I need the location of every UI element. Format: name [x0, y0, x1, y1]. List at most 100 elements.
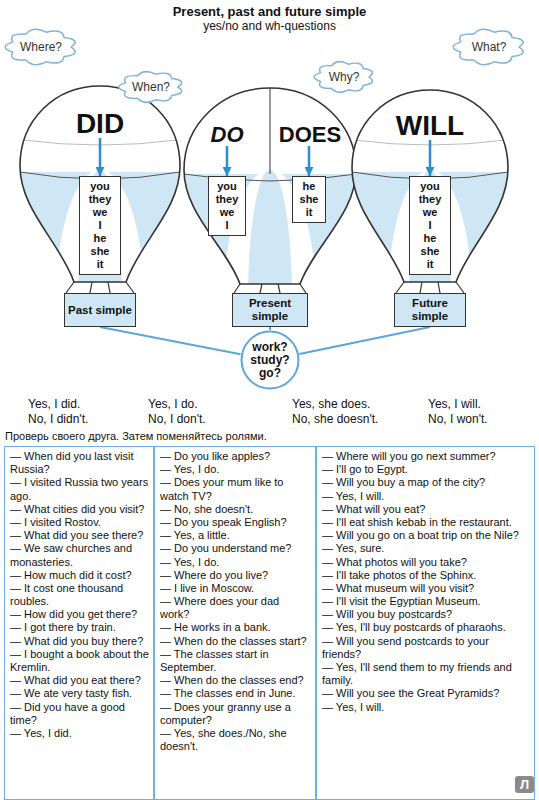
node-text: Present simple	[236, 297, 304, 323]
dialogue-line: — I bought a book about the Kremlin.	[10, 648, 149, 674]
pronoun-panel: you they we I	[208, 176, 246, 236]
dialogue-line: — How did you get there?	[10, 608, 149, 621]
dialogue-line: — We saw churches and monasteries.	[10, 542, 149, 568]
short-answer: Yes, I will.	[428, 397, 481, 411]
pointer-arrow	[99, 138, 102, 176]
dialogue-column: — Do you like apples?— Yes, I do.— Does …	[154, 446, 316, 800]
dialogue-line: — When did you last visit Russia?	[10, 450, 149, 476]
dialogue-line: — I'll take photos of the Sphinx.	[322, 569, 530, 582]
dialogue-line: — Yes, I did.	[10, 727, 149, 740]
connector-line	[299, 327, 430, 354]
dialogue-line: — Yes, I'll send them to my friends and …	[322, 661, 530, 687]
dialogue-line: — Does your granny use a computer?	[160, 701, 311, 727]
dialogue-line: — We ate very tasty fish.	[10, 687, 149, 700]
balloon-gores	[0, 140, 539, 430]
balloon-outline	[352, 90, 508, 282]
short-answer: Yes, she does.	[292, 397, 370, 411]
dialogue-line: — What did you eat there?	[10, 674, 149, 687]
tense-basket: Past simple	[64, 293, 136, 327]
instruction: Проверь своего друга. Затем поменяйтесь …	[5, 430, 267, 442]
dialogue-line: — I'll eat shish kebab in the restaurant…	[322, 516, 530, 529]
dialogue-line: — I'll visit the Egyptian Museum.	[322, 595, 530, 608]
pointer-arrow	[429, 140, 432, 176]
balloon-ropes	[234, 284, 306, 293]
right-balloon	[0, 90, 539, 430]
node-text: What?	[472, 40, 507, 54]
pronoun-panel: you they we I he she it	[409, 176, 451, 275]
question-cloud: Where?	[4, 26, 78, 68]
pronoun-panel: he she it	[292, 176, 326, 223]
dialogue-line: — Yes, I will.	[322, 701, 530, 714]
connector-line	[269, 327, 271, 330]
dialogue-line: — The classes start in September.	[160, 648, 311, 674]
balloon-gores	[0, 88, 539, 430]
balloon-ropes	[396, 282, 464, 293]
dialogue-line: — Did you have a good time?	[10, 701, 149, 727]
dialogue-line: — Yes, I do.	[160, 463, 311, 476]
question-cloud: When?	[117, 68, 185, 106]
dialogue-line: — Will you buy a map of the city?	[322, 476, 530, 489]
node-text: Future simple	[398, 297, 462, 323]
auxiliary-word: DOES	[277, 124, 343, 146]
verb-circle: work? study? go?	[240, 330, 300, 390]
node-text: work? study? go?	[240, 341, 300, 380]
dialogue-line: — Yes, I'll buy postcards of pharaohs.	[322, 621, 530, 634]
short-answer: Yes, I did.	[28, 397, 80, 411]
node-text: you they we I he she it	[410, 180, 450, 271]
dialogue-column: — When did you last visit Russia?— I vis…	[4, 446, 154, 800]
subtitle: yes/no and wh-questions	[0, 19, 539, 33]
publisher-logo: Л	[515, 776, 534, 793]
dialogue-line: — Yes, she does./No, she doesn't.	[160, 727, 311, 753]
middle-balloon	[0, 88, 539, 430]
node-text: you they we I	[209, 180, 245, 232]
left-balloon	[0, 86, 539, 430]
balloon-gores	[0, 140, 539, 430]
balloon-outline	[184, 88, 356, 284]
dialogue-line: — How much did it cost?	[10, 569, 149, 582]
dialogue-line: — It cost one thousand roubles.	[10, 582, 149, 608]
dialogue-line: — Yes, I will.	[322, 490, 530, 503]
dialogue-line: — What did you see there?	[10, 529, 149, 542]
short-answer: No, she doesn't.	[292, 412, 378, 426]
dialogue-line: — When do the classes start?	[160, 635, 311, 648]
node-text: DID	[76, 110, 124, 138]
node-text: Why?	[329, 70, 360, 84]
dialogue-line: — What museum will you visit?	[322, 582, 530, 595]
dialogue-line: — Will you buy postcards?	[322, 608, 530, 621]
dialogue-line: — I'll go to Egypt.	[322, 463, 530, 476]
node-text: DO	[211, 124, 244, 146]
question-cloud: What?	[452, 26, 526, 68]
short-answer: No, I didn't.	[28, 412, 88, 426]
dialogue-line: — I visited Russia two years ago.	[10, 476, 149, 502]
dialogue-line: — Where will you go next summer?	[322, 450, 530, 463]
dialogue-line: — The classes end in June.	[160, 687, 311, 700]
short-answer: Yes, I do.	[148, 397, 198, 411]
dialogue-line: — Does your mum like to watch TV?	[160, 476, 311, 502]
node-text: Past simple	[68, 304, 132, 317]
tense-basket: Future simple	[394, 293, 466, 327]
node-text: When?	[132, 80, 170, 94]
dialogue-line: — Do you speak English?	[160, 516, 311, 529]
node-text: you they we I he she it	[80, 180, 120, 271]
dialogue-line: — When do the classes end?	[160, 674, 311, 687]
pointer-arrow	[226, 146, 229, 176]
title: Present, past and future simple	[0, 4, 539, 19]
node-text: he she it	[293, 180, 325, 219]
pointer-arrow	[308, 146, 311, 176]
dialogue-line: — Yes, a little.	[160, 529, 311, 542]
dialogue-line: — Where does your dad work?	[160, 595, 311, 621]
dialogue-line: — What did you buy there?	[10, 635, 149, 648]
pronoun-panel: you they we I he she it	[79, 176, 121, 275]
dialogue-line: — I got there by train.	[10, 621, 149, 634]
node-text: Where?	[20, 40, 62, 54]
dialogue-line: — Will you see the Great Pyramids?	[322, 687, 530, 700]
balloon-ropes	[66, 282, 134, 293]
dialogue-line: — Will you send postcards to your friend…	[322, 635, 530, 661]
node-text: WILL	[396, 112, 464, 140]
connector-line	[100, 327, 241, 354]
auxiliary-word: DO	[209, 124, 246, 146]
dialogue-line: — He works in a bank.	[160, 621, 311, 634]
balloon-outline	[20, 86, 180, 282]
